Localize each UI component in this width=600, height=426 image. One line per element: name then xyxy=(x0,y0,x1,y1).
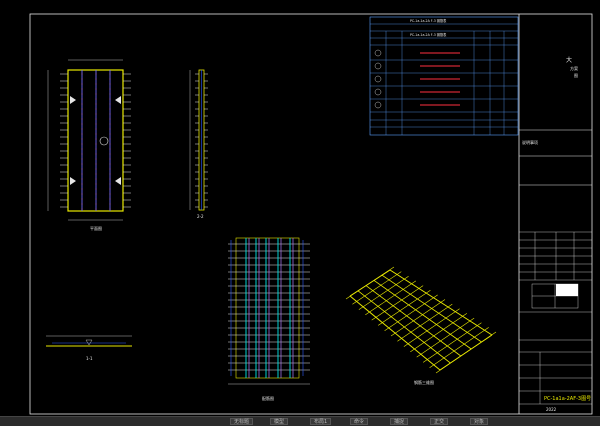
iso-rebar-cross xyxy=(384,294,438,331)
taskbar-item[interactable]: 模型 xyxy=(270,418,289,425)
section-2-2-label: 2-2 xyxy=(197,214,204,219)
iso-rebar-view xyxy=(345,266,497,374)
section-1-1 xyxy=(46,335,132,347)
side-note-1: 大 xyxy=(566,56,572,64)
rebar-plan-label: 配筋图 xyxy=(262,395,274,401)
taskbar-item[interactable]: 布局1 xyxy=(310,418,332,425)
table-subheader: PC-1a-1a-2A F-3 钢筋表 xyxy=(410,32,447,37)
title-block-grid xyxy=(519,231,592,405)
iso-rebar-cross xyxy=(390,299,446,337)
taskbar-item[interactable]: 对象 xyxy=(470,418,489,425)
taskbar-item[interactable]: 命令 xyxy=(350,418,369,425)
taskbar-item[interactable]: 正交 xyxy=(430,418,449,425)
iso-rebar-cross xyxy=(435,331,497,374)
rebar-table xyxy=(369,16,519,136)
section-2-2 xyxy=(189,69,205,211)
iso-rebar-long xyxy=(373,280,472,350)
iso-rebar-long xyxy=(357,290,451,364)
iso-rebar-cross xyxy=(345,266,395,300)
iso-rebar-cross xyxy=(403,308,460,347)
iso-rebar-cross xyxy=(410,313,468,353)
iso-rebar-cross xyxy=(397,303,453,342)
iso-rebar-cross xyxy=(429,327,489,368)
status-taskbar: 无标题 模型 布局1 命令 捕捉 正交 对象 xyxy=(0,416,600,426)
drawing-title: PC-1a1a-2AF-3图号 xyxy=(544,396,591,402)
iso-rebar-cross xyxy=(416,317,475,358)
iso-rebar-cross xyxy=(371,285,424,321)
remark-label: 说明事项 xyxy=(522,139,538,145)
iso-rebar-long xyxy=(365,285,462,357)
iso-rebar-long xyxy=(381,274,482,343)
drawing-frame xyxy=(29,13,593,415)
plan-view-label: 平面图 xyxy=(90,225,102,231)
section-1-1-label: 1-1 xyxy=(86,356,93,361)
side-note-2: 方案 xyxy=(570,65,578,71)
plan-view xyxy=(47,59,124,221)
iso-rebar-cross xyxy=(365,280,417,316)
iso-rebar-cross xyxy=(358,276,409,310)
iso-rebar-cross xyxy=(377,289,431,326)
date-value: 2022 xyxy=(546,407,557,412)
iso-rebar-cross xyxy=(422,322,482,363)
rebar-plan-view xyxy=(235,237,300,379)
iso-view-label: 钢筋三维图 xyxy=(414,379,434,385)
iso-rebar-cross xyxy=(352,271,402,305)
taskbar-item[interactable]: 捕捉 xyxy=(390,418,409,425)
side-note-3: 图 xyxy=(574,72,578,78)
table-header: PC-1a-1a-2A F-3 钢筋表 xyxy=(410,18,447,23)
taskbar-item[interactable]: 无标题 xyxy=(230,418,254,425)
